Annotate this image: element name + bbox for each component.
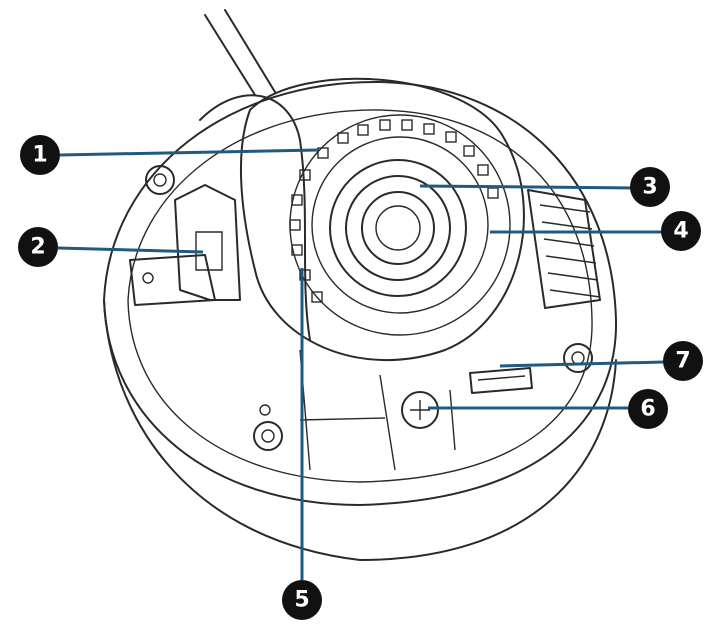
callout-1-badge <box>20 135 60 175</box>
callout-2: 2 <box>18 227 58 267</box>
leader-3 <box>419 184 643 190</box>
callout-6-label: 6 <box>640 397 655 422</box>
leader-7 <box>499 360 665 368</box>
ir-leds <box>289 119 499 303</box>
bracket-left <box>174 184 241 301</box>
callout-4-badge <box>661 211 701 251</box>
microsd-slot <box>469 367 533 394</box>
ir-led <box>317 147 329 159</box>
lens-barrel-outer <box>329 159 467 297</box>
ir-led <box>445 131 457 143</box>
compartment-lines <box>299 349 456 471</box>
callout-1-label: 1 <box>32 143 47 168</box>
callout-3-label: 3 <box>642 175 657 200</box>
ir-ring-inner <box>311 136 489 314</box>
ir-led <box>463 145 475 157</box>
mount-hole-left <box>145 165 175 195</box>
reset-button-cross <box>410 400 430 420</box>
ir-led <box>379 119 391 131</box>
cable-2 <box>224 9 276 93</box>
ir-led <box>299 269 311 281</box>
callout-7-label: 7 <box>675 349 690 374</box>
reset-button-outer <box>401 391 439 429</box>
lens <box>329 159 467 297</box>
lens-glass <box>361 191 435 265</box>
callout-3: 3 <box>630 167 670 207</box>
callout-3-badge <box>630 167 670 207</box>
housing-outer-base <box>103 299 617 561</box>
mount-hole-left-inner <box>153 173 167 187</box>
ir-led <box>477 164 489 176</box>
microsd-slot-detail <box>477 375 526 381</box>
leader-lines <box>57 148 665 580</box>
mount-hole-bottom <box>253 421 283 451</box>
callout-6: 6 <box>628 389 668 429</box>
ir-led <box>299 169 311 181</box>
ir-led <box>289 219 301 231</box>
cable <box>204 14 256 96</box>
mount-hole-right-inner <box>571 351 585 365</box>
ir-led <box>291 194 303 206</box>
callout-7-badge <box>663 341 703 381</box>
callout-1: 1 <box>20 135 60 175</box>
ir-led-ring <box>289 114 511 336</box>
terminal-block <box>527 189 601 309</box>
callout-2-label: 2 <box>30 235 45 260</box>
housing-inner-rim <box>127 109 593 483</box>
ir-led <box>423 123 435 135</box>
mount-hole-right <box>563 343 593 373</box>
housing-rim <box>103 80 618 506</box>
callout-5-badge <box>282 580 322 620</box>
ir-led <box>311 291 323 303</box>
lens-barrel-mid <box>345 175 451 281</box>
camera-body <box>103 9 618 561</box>
ir-led <box>291 244 303 256</box>
reset-button <box>401 391 439 429</box>
leader-1 <box>59 148 319 157</box>
ir-led <box>337 132 349 144</box>
bracket-left-arm <box>129 254 216 306</box>
leader-2 <box>57 246 204 254</box>
ir-led <box>401 119 413 131</box>
terminal-block-body <box>527 189 601 309</box>
ir-led <box>357 124 369 136</box>
callout-2-badge <box>18 227 58 267</box>
lens-strap <box>199 94 311 341</box>
lens-housing <box>239 77 525 362</box>
bracket-left-detail <box>195 231 223 271</box>
small-screw-left <box>142 272 154 284</box>
callout-7: 7 <box>663 341 703 381</box>
callout-5-label: 5 <box>294 588 309 613</box>
callout-4-label: 4 <box>673 219 688 244</box>
callout-5: 5 <box>282 580 322 620</box>
mount-hole-bottom-inner <box>261 429 275 443</box>
ir-led <box>487 187 499 199</box>
small-screw-bottom <box>259 404 271 416</box>
callout-4: 4 <box>661 211 701 251</box>
terminal-pins <box>539 204 601 298</box>
callout-6-badge <box>628 389 668 429</box>
lens-glass-inner <box>375 205 421 251</box>
